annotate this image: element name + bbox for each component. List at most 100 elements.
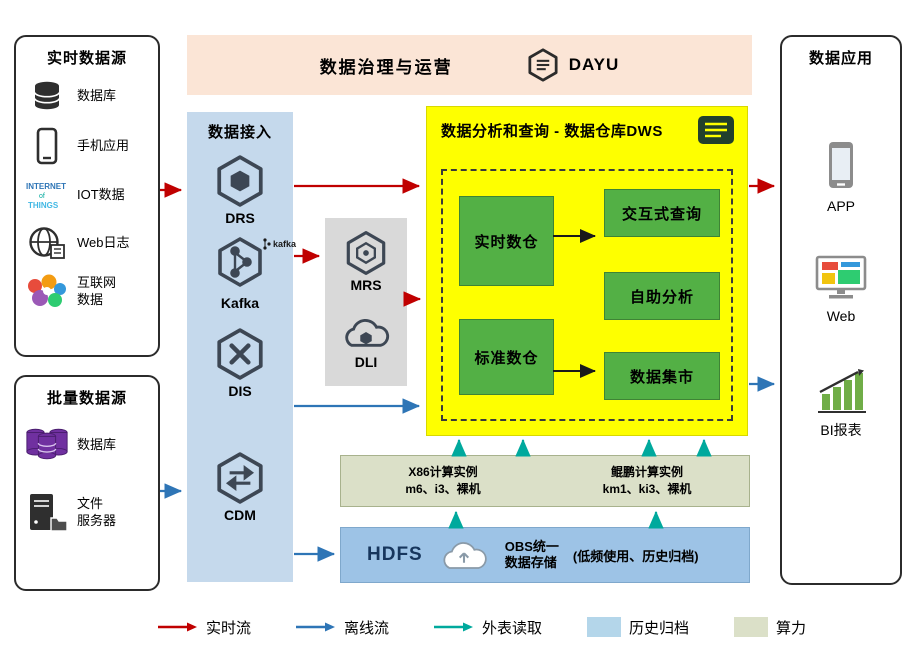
dws-document-icon <box>698 116 734 144</box>
ingestion-label: DIS <box>228 383 252 399</box>
dayu-hexagon-icon <box>528 48 558 82</box>
applications-panel: 数据应用 APP Web <box>780 35 902 585</box>
dws-panel: 数据分析和查询 - 数据仓库DWS 实时数仓 标准数仓 交互式查询 自助分析 数… <box>426 106 748 436</box>
list-item: 文件 服务器 <box>24 492 154 534</box>
compute-kunpeng-title: 鲲鹏计算实例 <box>610 464 683 479</box>
app-item-bi: BI报表 <box>814 368 868 440</box>
legend-label: 离线流 <box>343 619 389 637</box>
legend-label: 实时流 <box>206 619 252 637</box>
kafka-logo-icon <box>263 238 271 250</box>
applications-title: 数据应用 <box>808 50 873 67</box>
realtime-arrow-icon <box>158 622 197 632</box>
ingestion-title: 数据接入 <box>207 124 272 141</box>
legend: 实时流 离线流 外表读取 历史归档 算力 <box>158 613 806 641</box>
ingestion-label: Kafka <box>220 295 260 311</box>
source-label: 文件 服务器 <box>77 496 117 528</box>
batch-sources-panel: 批量数据源 数据库 <box>14 375 160 591</box>
internet-bubbles-icon <box>24 274 70 310</box>
archive-swatch <box>586 617 621 637</box>
kafka-hexagon-icon <box>218 237 262 287</box>
batch-sources-title: 批量数据源 <box>46 390 127 407</box>
phone-icon <box>24 127 70 165</box>
list-item: Web日志 <box>24 225 154 261</box>
svg-text:INTERNET: INTERNET <box>26 182 66 191</box>
module-interactive-query: 交互式查询 <box>604 189 720 237</box>
compute-kunpeng-detail: km1、ki3、裸机 <box>602 482 692 496</box>
purple-database-cluster-icon <box>24 424 70 466</box>
source-label: Web日志 <box>77 234 130 250</box>
ingestion-item-dis: DIS <box>213 327 267 399</box>
dws-title: 数据分析和查询 - 数据仓库DWS <box>441 122 663 140</box>
module-standard-warehouse: 标准数仓 <box>459 319 554 395</box>
processing-item-mrs: MRS <box>343 230 389 293</box>
legend-label: 外表读取 <box>481 619 542 637</box>
iot-icon: INTERNET of THINGS <box>24 178 70 212</box>
legend-label: 算力 <box>775 619 806 637</box>
obs-cloud-icon <box>443 542 487 569</box>
batch-sources-list: 数据库 文件 服务器 <box>16 408 158 534</box>
ingestion-item-cdm: CDM <box>213 451 267 523</box>
ingestion-label: CDM <box>224 507 256 523</box>
processing-panel: MRS DLI <box>325 218 407 386</box>
hdfs-label: HDFS <box>367 544 423 565</box>
obs-label: OBS统一 数据存储 <box>504 538 559 570</box>
compute-kunpeng: 鲲鹏计算实例 km1、ki3、裸机 <box>545 456 749 506</box>
list-item: 数据库 <box>24 424 154 466</box>
module-self-service-analysis: 自助分析 <box>604 272 720 320</box>
storage-strip: HDFS OBS统一 数据存储 (低频使用、历史归档) <box>340 527 750 583</box>
dayu-label: DAYU <box>568 55 620 74</box>
ingestion-item-kafka: kafka Kafka <box>214 236 296 311</box>
legend-item-compute-power: 算力 <box>733 617 806 638</box>
realtime-sources-panel: 实时数据源 数据库 <box>14 35 160 357</box>
applications-list: APP Web <box>782 68 900 440</box>
list-item: INTERNET of THINGS IOT数据 <box>24 178 154 212</box>
dis-hexagon-icon <box>217 328 263 380</box>
legend-item-realtime: 实时流 <box>158 617 251 638</box>
svg-text:THINGS: THINGS <box>28 201 59 210</box>
mrs-hexagon-icon <box>346 231 386 275</box>
legend-item-external-read: 外表读取 <box>433 617 542 638</box>
compute-x86: X86计算实例 m6、i3、裸机 <box>341 456 545 506</box>
ingestion-panel: 数据接入 DRS <box>187 112 296 582</box>
compute-x86-detail: m6、i3、裸机 <box>405 482 481 496</box>
app-phone-icon <box>829 142 853 188</box>
ingestion-label: DRS <box>225 210 255 226</box>
application-label: APP <box>826 198 855 214</box>
module-data-mart: 数据集市 <box>604 352 720 400</box>
file-server-icon <box>24 492 70 534</box>
realtime-sources-list: 数据库 手机应用 INTERNET of THINGS <box>16 68 158 310</box>
bi-chart-icon <box>818 369 866 413</box>
kafka-badge-label: kafka <box>272 239 296 249</box>
source-label: 互联网 数据 <box>77 275 117 307</box>
drs-hexagon-icon <box>217 155 263 207</box>
dayu-logo: DAYU <box>525 47 620 83</box>
processing-label: MRS <box>350 277 382 293</box>
legend-item-archive: 历史归档 <box>586 617 689 638</box>
web-monitor-icon <box>815 255 867 299</box>
legend-label: 历史归档 <box>628 619 689 637</box>
cdm-hexagon-icon <box>217 452 263 504</box>
list-item: 数据库 <box>24 78 154 114</box>
source-label: 数据库 <box>77 436 117 452</box>
svg-text:of: of <box>39 193 45 200</box>
obs-note: (低频使用、历史归档) <box>572 548 699 564</box>
application-label: Web <box>826 308 856 324</box>
web-globe-icon <box>24 225 70 261</box>
compute-power-swatch <box>733 617 768 637</box>
offline-arrow-icon <box>295 622 335 632</box>
module-realtime-warehouse: 实时数仓 <box>459 196 554 286</box>
external-read-arrow-icon <box>433 622 473 632</box>
processing-item-dli: DLI <box>341 311 391 370</box>
compute-x86-title: X86计算实例 <box>408 464 478 479</box>
application-label: BI报表 <box>820 422 862 438</box>
database-icon <box>24 78 70 114</box>
app-item-web: Web <box>813 254 869 324</box>
list-item: 手机应用 <box>24 127 154 165</box>
processing-label: DLI <box>354 354 378 370</box>
ingestion-item-drs: DRS <box>213 154 267 226</box>
banner-title: 数据治理与运营 <box>319 57 453 77</box>
dws-header: 数据分析和查询 - 数据仓库DWS <box>427 107 747 145</box>
list-item: 互联网 数据 <box>24 274 154 310</box>
legend-item-offline: 离线流 <box>295 617 389 638</box>
